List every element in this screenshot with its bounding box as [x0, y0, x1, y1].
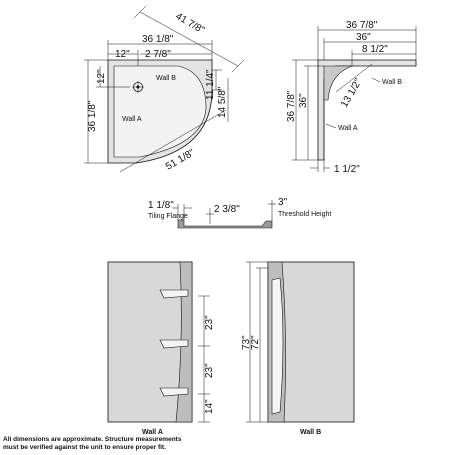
side-thickness: 1 1/2"	[334, 164, 360, 175]
wall-a-view: 23" 23" 14" Wall A	[107, 261, 215, 436]
section-flange: 1 1/8"	[148, 200, 174, 211]
section-step: 2 3/8"	[214, 204, 240, 215]
footnote-line-2: must be verified against the unit to ens…	[3, 444, 166, 451]
wall-a-shelf-1	[159, 289, 189, 299]
wall-a-shelf-3	[159, 387, 189, 397]
section-view: 1 1/8" Tiling Flange 2 3/8" 3" Threshold…	[148, 197, 331, 229]
side-radius: 13 1/2"	[339, 76, 364, 109]
wall-b-height-overall: 73"	[241, 335, 252, 350]
side-view: 36 7/8" 36" 8 1/2" 13 1/2" 36 7/8" 36" W…	[286, 20, 417, 175]
top-radius-short: 11 1/4"	[205, 69, 216, 100]
side-height-overall: 36 7/8"	[286, 90, 297, 122]
top-depth-overall: 36 1/8"	[87, 100, 98, 132]
wall-b-view: 73" 72" Wall B	[241, 261, 355, 436]
top-radius-long: 14 5/8"	[217, 86, 228, 118]
top-view: 36 1/8" 12" 2 7/8" 12" 36 1/8" 41 7/8" 1…	[84, 5, 245, 173]
top-diagonal-top: 41 7/8"	[174, 11, 207, 36]
footnote: All dimensions are approximate. Structur…	[3, 436, 303, 452]
section-profile	[177, 219, 273, 229]
top-width-overall: 36 1/8"	[142, 34, 174, 45]
side-height-inner: 36"	[298, 93, 309, 108]
side-offset-top: 8 1/2"	[362, 44, 388, 55]
side-wall-a-label: Wall A	[338, 125, 358, 132]
wall-a-label: Wall A	[142, 429, 163, 436]
wall-a-gap-1: 23"	[204, 315, 215, 330]
side-wall-b-label: Wall B	[382, 79, 402, 86]
section-threshold: 3"	[278, 197, 288, 208]
side-corner-curve	[323, 65, 353, 101]
top-wall-a-label: Wall A	[122, 116, 142, 123]
section-threshold-label: Threshold Height	[278, 211, 331, 218]
side-width-inner: 36"	[356, 32, 371, 43]
top-drain-offset-y: 12"	[96, 69, 107, 84]
footnote-line-1: All dimensions are approximate. Structur…	[3, 436, 182, 443]
wall-a-gap-2: 23"	[204, 363, 215, 378]
top-wall-b-label: Wall B	[156, 75, 176, 82]
top-drain-offset-x: 12"	[115, 49, 130, 60]
wall-a-gap-3: 14"	[204, 399, 215, 414]
top-curve-inset: 2 7/8"	[145, 49, 171, 60]
section-flange-label: Tiling Flange	[148, 213, 188, 220]
wall-b-shelf-profile	[271, 277, 284, 415]
wall-b-label: Wall B	[300, 429, 321, 436]
wall-b-height-inner: 72"	[250, 335, 261, 350]
side-width-overall: 36 7/8"	[346, 20, 378, 31]
wall-a-shelf-2	[159, 339, 189, 349]
